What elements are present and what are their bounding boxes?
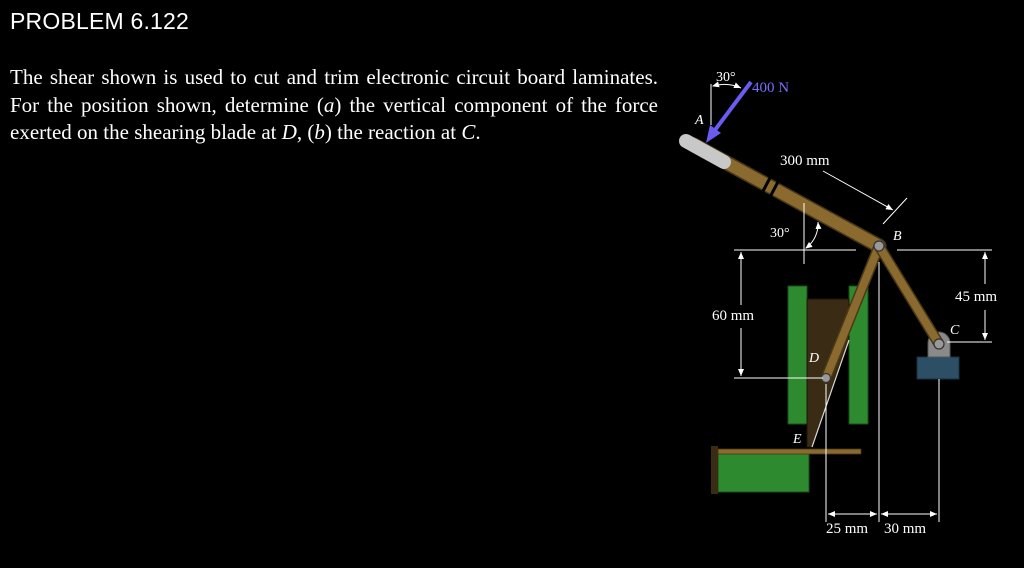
point-c-reference: C <box>461 120 476 144</box>
pin-c <box>933 338 945 350</box>
dim-300-ext <box>882 197 908 225</box>
circuit-board-laminate <box>717 448 862 455</box>
label-handle-angle: 30° <box>770 226 790 241</box>
force-arrow-head <box>706 125 721 143</box>
table-edge <box>711 446 718 494</box>
label-force: 400 N <box>752 80 789 96</box>
link-bd-fill <box>822 242 883 382</box>
statement-part-5: . <box>475 120 481 144</box>
label-dim-30: 30 mm <box>884 521 926 537</box>
label-point-e: E <box>792 432 802 447</box>
force-arrow-shaft <box>713 80 753 132</box>
problem-title: PROBLEM 6.122 <box>10 8 190 34</box>
label-point-c: C <box>950 323 960 338</box>
problem-statement: The shear shown is used to cut and trim … <box>10 64 658 147</box>
handle-angle-arc <box>805 221 822 249</box>
statement-part-2: ) the vertical component of the force ex… <box>10 92 658 145</box>
label-point-a: A <box>694 113 704 128</box>
handle-grip <box>679 134 731 169</box>
label-handle-length: 300 mm <box>780 153 830 169</box>
statement-part-4: ) the reaction at <box>324 120 462 144</box>
statement-part-1: The shear shown is used to cut and trim … <box>10 65 658 117</box>
support-block-c <box>916 356 960 380</box>
part-a-letter: a <box>323 92 335 117</box>
blade-edge <box>811 339 850 448</box>
label-point-d: D <box>808 351 819 366</box>
link-bc-fill <box>875 242 943 348</box>
label-height-45: 45 mm <box>955 289 997 305</box>
point-d-reference: D <box>281 120 297 144</box>
force-angle-arc <box>712 81 742 89</box>
label-height-60: 60 mm <box>712 308 754 324</box>
label-force-angle: 30° <box>716 70 736 85</box>
dim-300-arrow <box>822 170 894 211</box>
left-guide <box>787 285 808 425</box>
label-point-b: B <box>893 229 902 244</box>
handle-break-2 <box>768 179 781 198</box>
handle-break-1 <box>760 175 773 194</box>
statement-part-3: , ( <box>296 120 315 144</box>
pin-b <box>873 240 885 252</box>
part-b-letter: b <box>314 120 325 144</box>
work-table-block <box>717 451 810 493</box>
label-dim-25: 25 mm <box>826 521 868 537</box>
